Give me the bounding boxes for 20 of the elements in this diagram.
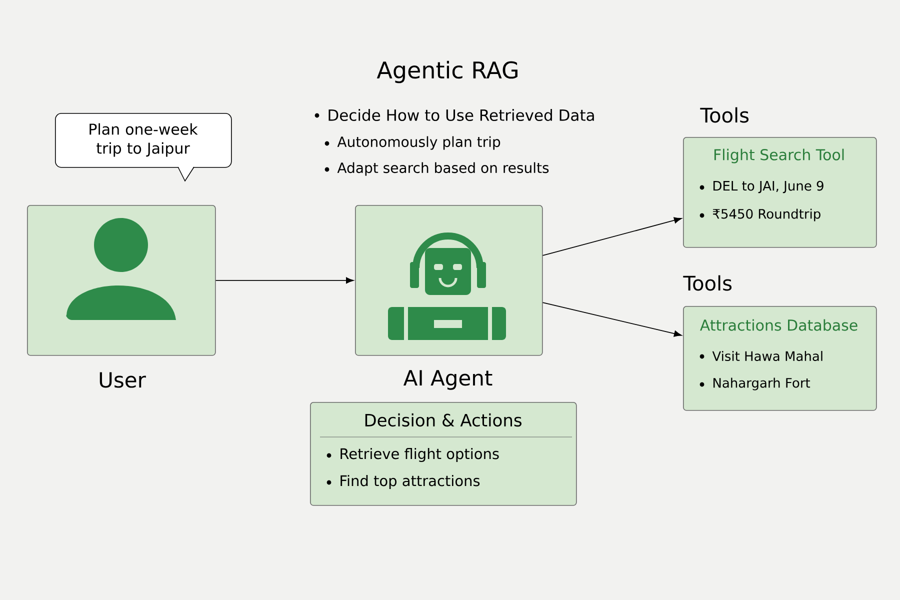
node-caption: User [100,372,146,388]
tool-heading: Attractions Database [700,319,858,331]
node-caption: AI Agent [403,370,492,390]
title: Agentic RAG [376,60,518,84]
group-heading: Tools [683,275,732,291]
arrow [542,302,682,337]
bullet-item: Retrieve flight options [340,448,499,462]
tool-heading: Flight Search Tool [714,148,844,164]
bullet-item: Visit Hawa Mahal [712,350,822,362]
arrow [542,217,682,256]
bullet-item: Find top attractions [340,474,480,490]
arrow [215,277,354,284]
bullet-item: Nahargarh Fort [713,378,810,390]
group-heading: Tools [700,107,749,123]
bullet-note: Decide How to Use Retrieved Data [328,109,594,121]
bullet-note: Adapt search based on results [337,162,549,176]
bullet-item: DEL to JAI, June 9 [713,180,824,194]
box-heading: Decision & Actions [365,413,522,427]
bullet-item: ₹5450 Roundtrip [712,208,820,222]
bullet-note: Autonomously plan trip [337,136,500,150]
